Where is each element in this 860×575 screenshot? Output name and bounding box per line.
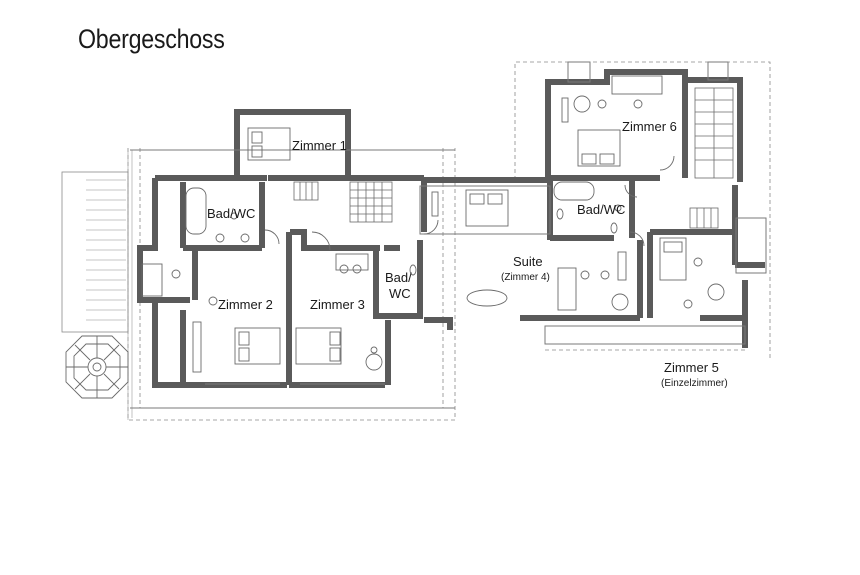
- bed-suite: [465, 189, 509, 227]
- stairs: [293, 87, 734, 229]
- label-bad2-line2: WC: [389, 286, 411, 301]
- thin-lines: [130, 61, 767, 409]
- floor-title: Obergeschoss: [78, 24, 225, 54]
- bed-zimmer2: [234, 327, 281, 365]
- label-zimmer3: Zimmer 3: [310, 297, 365, 312]
- room-labels: Zimmer 1 Bad/WC Zimmer 2 Zimmer 3 Bad/ W…: [207, 119, 728, 389]
- label-zimmer5-sub: (Einzelzimmer): [661, 378, 728, 389]
- label-zimmer5: Zimmer 5: [664, 360, 719, 375]
- bed-zimmer1: [247, 127, 291, 161]
- furniture: [141, 75, 725, 373]
- label-zimmer6: Zimmer 6: [622, 119, 677, 134]
- label-zimmer2: Zimmer 2: [218, 297, 273, 312]
- left-balcony: [61, 171, 129, 333]
- label-bad2-line1: Bad/: [385, 270, 412, 285]
- label-suite: Suite: [513, 254, 543, 269]
- bed-zimmer3: [295, 327, 342, 365]
- label-suite-sub: (Zimmer 4): [501, 272, 550, 283]
- roof-hatch: [127, 148, 133, 420]
- label-zimmer1: Zimmer 1: [292, 138, 347, 153]
- label-bad1: Bad/WC: [207, 206, 255, 221]
- bed-zimmer6: [577, 129, 621, 167]
- label-bad3: Bad/WC: [577, 202, 625, 217]
- walls: [137, 69, 765, 388]
- bed-zimmer5: [659, 237, 687, 281]
- octagon-tower: [65, 335, 129, 399]
